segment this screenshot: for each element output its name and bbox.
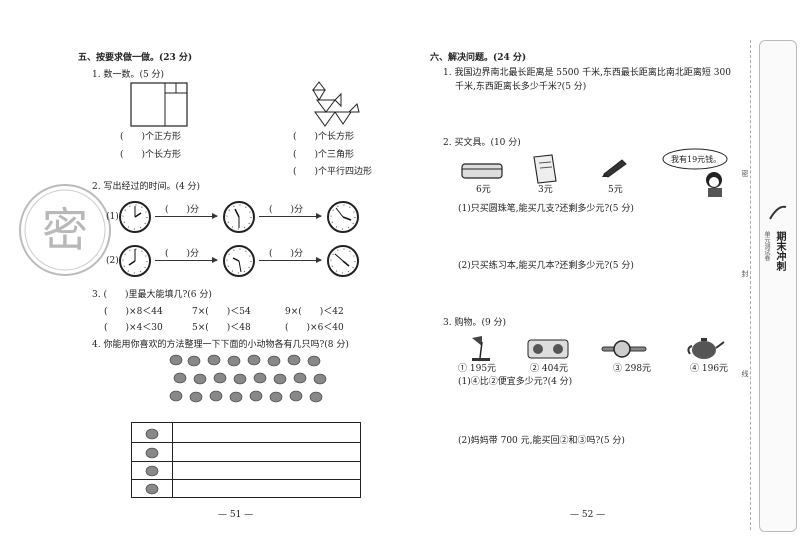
arrow-4 [259, 257, 322, 263]
binding-dashed-line [750, 40, 751, 530]
q1-right-item-2: ( )个三角形 [293, 150, 355, 160]
r-q3-sub1: (1)④比②便宜多少元?(4 分) [458, 377, 573, 387]
clock-icon [119, 245, 151, 277]
r-q3-title: 3. 购物。(9 分) [443, 318, 507, 328]
q3-cell: 7×( )＜54 [192, 307, 251, 317]
r-q2-sub2: (2)只买练习本,能买几本?还剩多少元?(5 分) [458, 261, 634, 271]
page-number-right: — 52 — [570, 510, 606, 520]
price-notebook: 3元 [538, 185, 553, 195]
q3-cell: ( )×4＜30 [104, 323, 163, 333]
animal-icon [145, 483, 159, 495]
minute-label-3: ( )分 [165, 249, 200, 259]
minute-label-1: ( )分 [165, 205, 200, 215]
minute-label-4: ( )分 [269, 249, 304, 259]
row-label-1: (1) [106, 212, 119, 222]
q3-title: 3. ( )里最大能填几?(6 分) [92, 290, 212, 300]
price-item-1: ① 195元 [458, 364, 497, 374]
r-q1-line2: 千米,东西距离长多少千米?(5 分) [455, 82, 587, 92]
clock-icon [119, 201, 151, 233]
tangram-figure [312, 81, 360, 127]
teapot-icon [687, 338, 725, 359]
child-icon [706, 172, 722, 197]
q1-left-item-2: ( )个长方形 [120, 150, 182, 160]
brand-title: 期末冲刺 [774, 231, 785, 271]
animal-icon [145, 428, 159, 440]
animal-icon [145, 465, 159, 477]
section-title-5: 五、按要求做一做。(23 分) [78, 53, 193, 63]
speech-bubble [662, 148, 728, 170]
section-title-6: 六、解决问题。(24 分) [430, 53, 527, 63]
q3-cell: ( )×8＜44 [104, 307, 163, 317]
q3-cell: 9×( )＜42 [285, 307, 344, 317]
radio-icon [527, 339, 569, 359]
r-q2-sub1: (1)只买圆珠笔,能买几支?还剩多少元?(5 分) [458, 204, 634, 214]
price-item-3: ③ 298元 [613, 364, 652, 374]
q1-title: 1. 数一数。(5 分) [92, 70, 165, 80]
watch-icon [601, 340, 647, 358]
q3-cell: 5×( )＜48 [192, 323, 251, 333]
rectangle-figure [130, 82, 188, 127]
clock-icon [327, 245, 359, 277]
speech-text: 我有19元钱。 [671, 155, 722, 164]
seal-stamp: 密 [19, 184, 111, 276]
q1-right-item-1: ( )个长方形 [293, 132, 355, 142]
q2-title: 2. 写出经过的时间。(4 分) [92, 182, 201, 192]
price-item-4: ④ 196元 [690, 364, 729, 374]
r-q2-title: 2. 买文具。(10 分) [443, 138, 521, 148]
animals-illustration [169, 354, 327, 403]
svg-text:密: 密 [42, 203, 88, 257]
binding-mark: 封 [741, 270, 749, 277]
minute-label-2: ( )分 [269, 205, 304, 215]
arrow-1 [155, 213, 218, 219]
price-pencil-case: 6元 [476, 185, 491, 195]
clock-icon [223, 201, 255, 233]
q4-title: 4. 你能用你喜欢的方法整理一下下面的小动物各有几只吗?(8 分) [92, 340, 349, 350]
page-number-left: — 51 — [218, 510, 254, 520]
arrow-3 [155, 257, 218, 263]
logo-icon [769, 205, 787, 220]
q3-cell: ( )×6＜40 [285, 323, 344, 333]
brand-subtitle: 单元测试卷 [763, 231, 770, 261]
binding-mark: 线 [741, 370, 749, 377]
binding-mark: 密 [741, 170, 749, 177]
notebook-icon [533, 154, 557, 184]
sidebar-banner: 期末冲刺 单元测试卷 [759, 40, 797, 532]
q1-right-item-3: ( )个平行四边形 [293, 167, 373, 177]
pen-icon [602, 159, 627, 178]
r-q3-sub2: (2)妈妈带 700 元,能买回②和③吗?(5 分) [458, 436, 625, 446]
row-label-2: (2) [106, 256, 119, 266]
arrow-2 [259, 213, 322, 219]
price-pen: 5元 [608, 185, 623, 195]
q1-left-item-1: ( )个正方形 [120, 132, 182, 142]
pencil-case-icon [461, 163, 503, 179]
clock-icon [223, 245, 255, 277]
clock-icon [327, 201, 359, 233]
animal-icon [145, 447, 159, 459]
lamp-icon [472, 336, 490, 361]
tally-table [131, 422, 361, 498]
r-q1-line1: 1. 我国边界南北最长距离是 5500 千米,东西最长距离比南北距离短 300 [443, 68, 731, 78]
price-item-2: ② 404元 [530, 364, 569, 374]
